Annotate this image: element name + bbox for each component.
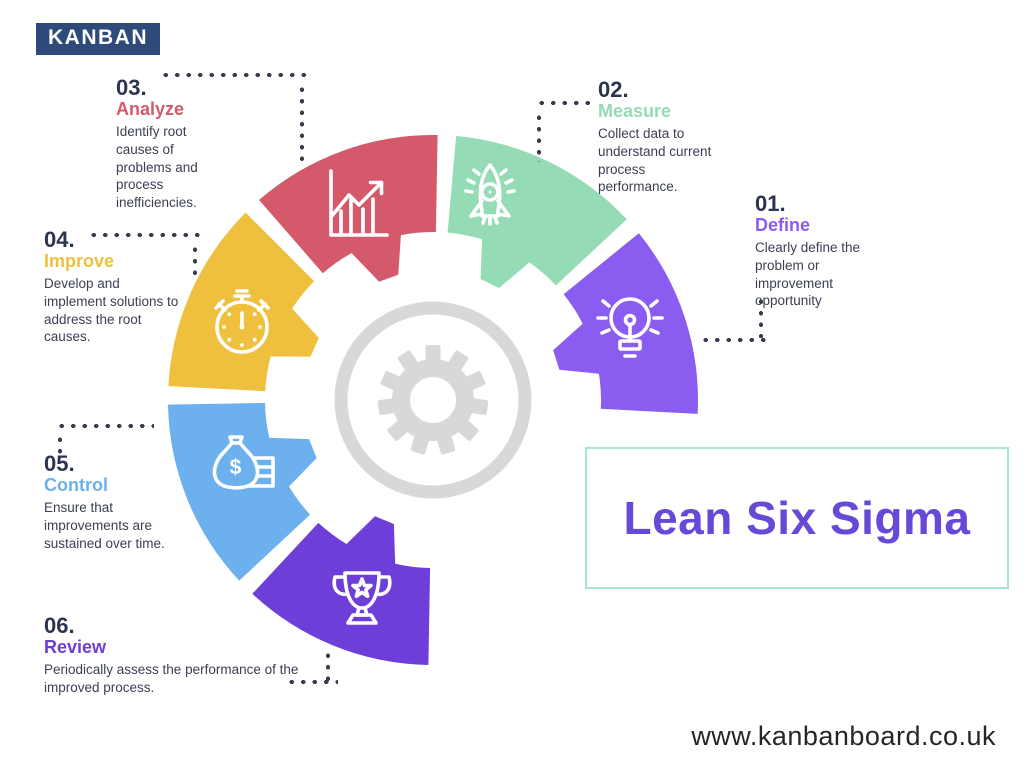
segment-measure (447, 136, 627, 288)
center-ring (334, 301, 532, 499)
step-number: 05. (44, 451, 75, 476)
step-title: Improve (44, 251, 115, 272)
step-block-analyze: 03. Analyze Identify root causes of prob… (116, 76, 226, 212)
rocket-icon (464, 163, 516, 226)
step-number: 06. (44, 613, 75, 638)
svg-text:$: $ (230, 456, 242, 479)
step-description: Identify root causes of problems and pro… (116, 123, 198, 211)
step-number: 01. (755, 191, 786, 216)
step-block-review: 06. Review Periodically assess the perfo… (44, 614, 300, 697)
step-description: Clearly define the problem or improvemen… (755, 239, 861, 309)
step-number: 02. (598, 77, 629, 102)
kanban-logo: KANBAN (36, 23, 160, 55)
connector-review-horizontal (286, 679, 338, 685)
segment-control (168, 402, 317, 581)
connector-control-horizontal (56, 423, 154, 429)
step-description: Develop and implement solutions to addre… (44, 275, 179, 345)
step-block-measure: 02. Measure Collect data to understand c… (598, 78, 716, 196)
connector-define-horizontal (700, 337, 766, 343)
connector-analyze-vertical (299, 84, 305, 168)
money-bag-icon: $ (212, 435, 275, 490)
step-title: Define (755, 215, 811, 236)
step-description: Periodically assess the performance of t… (44, 661, 299, 695)
gear-icon (377, 345, 489, 455)
segment-review (252, 516, 431, 665)
step-block-improve: 04. Improve Develop and implement soluti… (44, 228, 184, 346)
connector-improve-horizontal (88, 232, 200, 238)
connector-review-vertical (325, 650, 331, 684)
trophy-icon (332, 571, 392, 625)
connector-analyze-horizontal (160, 72, 310, 78)
connector-measure-vertical (536, 112, 542, 162)
step-description: Collect data to understand current proce… (598, 125, 712, 195)
segment-analyze (259, 134, 438, 282)
footer-url: www.kanbanboard.co.uk (691, 721, 996, 751)
connector-measure-horizontal (536, 100, 592, 106)
connector-control-vertical (57, 434, 63, 460)
step-number: 04. (44, 227, 75, 252)
stopwatch-icon (214, 289, 270, 354)
connector-define-vertical (758, 296, 764, 338)
step-description: Ensure that improvements are sustained o… (44, 499, 165, 551)
title-box: Lean Six Sigma (585, 447, 1009, 589)
step-block-control: 05. Control Ensure that improvements are… (44, 452, 194, 552)
lightbulb-icon (596, 297, 664, 358)
page-title: Lean Six Sigma (623, 492, 971, 544)
bar-chart-icon (329, 169, 389, 237)
step-title: Analyze (116, 99, 185, 120)
step-title: Control (44, 475, 108, 496)
connector-improve-vertical (192, 244, 198, 282)
step-block-define: 01. Define Clearly define the problem or… (755, 192, 895, 310)
step-title: Measure (598, 101, 672, 122)
step-number: 03. (116, 75, 147, 100)
step-title: Review (44, 637, 107, 658)
